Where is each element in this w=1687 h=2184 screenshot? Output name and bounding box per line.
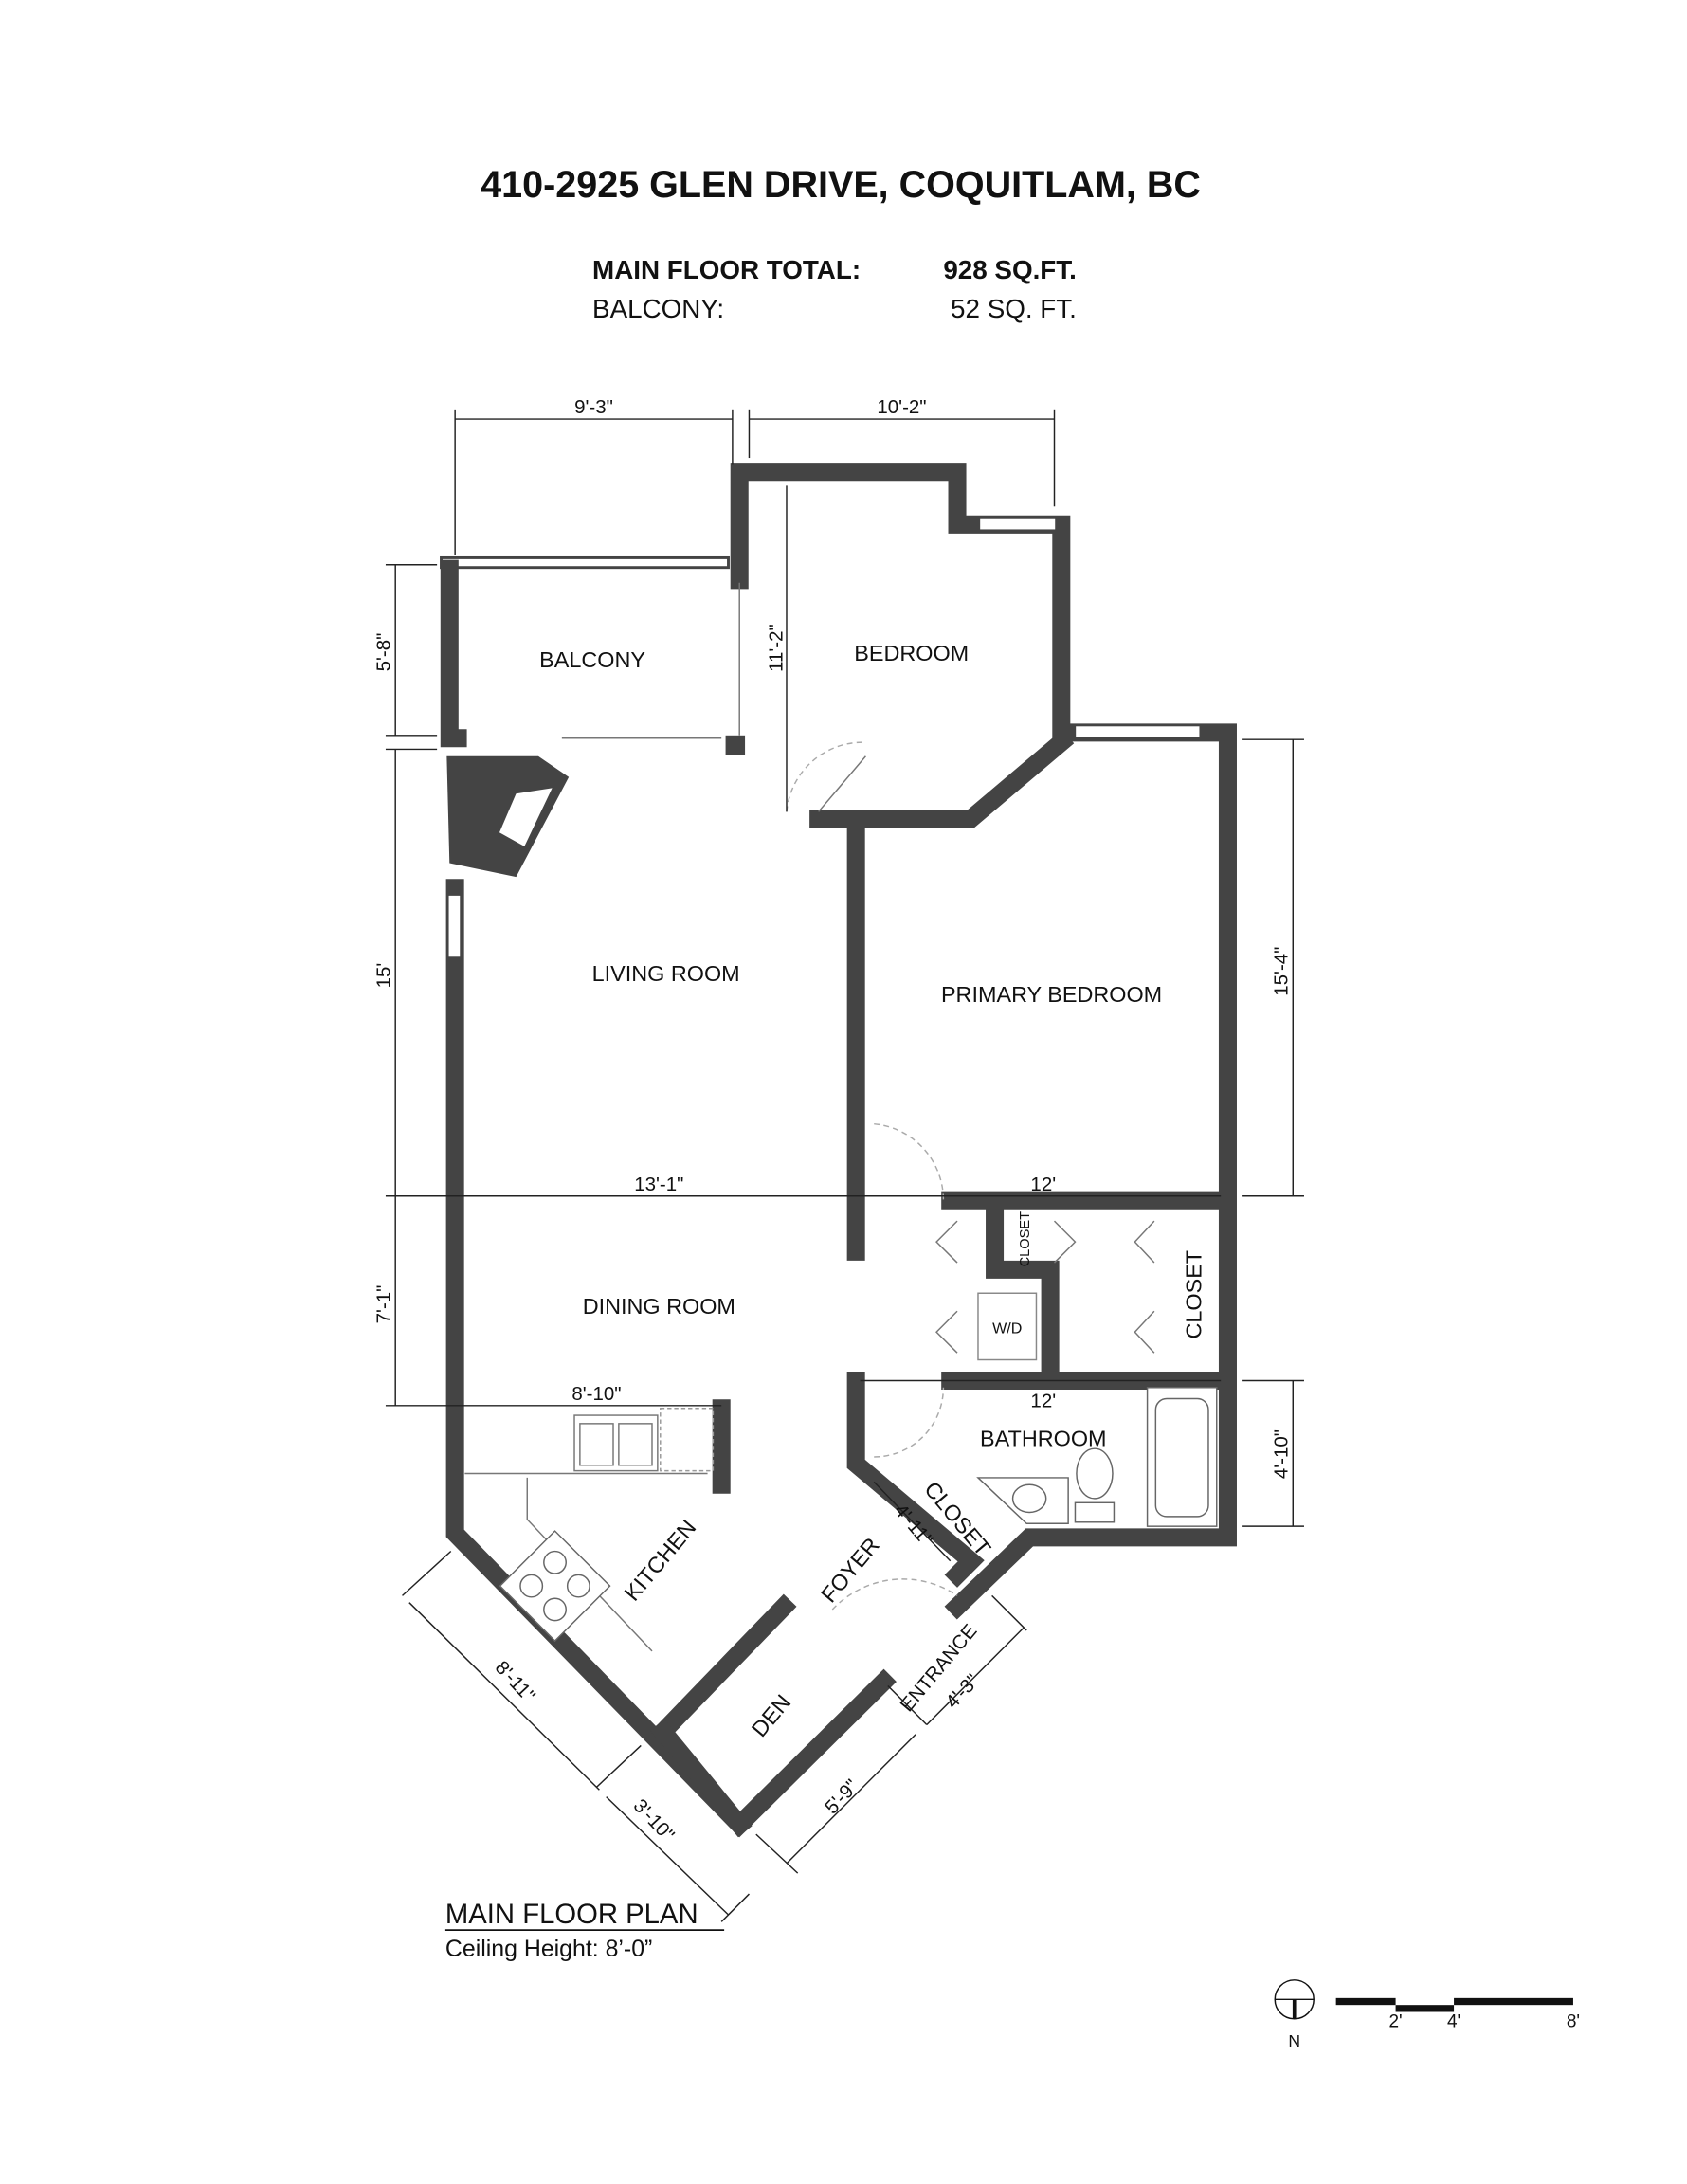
room-label-primary: PRIMARY BEDROOM (941, 982, 1162, 1007)
main-floor-value: 928 SQ.FT. (943, 255, 1077, 284)
room-label-living: LIVING ROOM (592, 961, 740, 986)
window (447, 894, 462, 958)
room-label-balcony: BALCONY (539, 647, 645, 672)
dim-den-diag-b: 5'-9" (821, 1775, 863, 1819)
balcony-value: 52 SQ. FT. (951, 294, 1077, 323)
balcony-railing (440, 555, 730, 570)
dim-kitchen-width: 8'-10" (571, 1383, 621, 1405)
dim-balcony-depth: 5'-8" (372, 633, 394, 672)
dim-kitchen-diag: 8'-11" (491, 1657, 539, 1707)
room-label-foyer: FOYER (816, 1533, 884, 1607)
balcony-label: BALCONY: (592, 294, 724, 323)
ceiling-height: Ceiling Height: 8’-0” (445, 1936, 652, 1962)
dim-dining-depth: 7'-1" (372, 1285, 394, 1324)
scale-label-2: 2' (1388, 2012, 1402, 2032)
dim-living-width: 13'-1" (634, 1174, 683, 1195)
closet-doors (935, 1220, 1155, 1354)
washer-dryer (977, 1292, 1038, 1361)
dim-den-diag-a: 3'-10" (629, 1795, 679, 1847)
room-label-bathroom: BATHROOM (980, 1426, 1107, 1450)
north-label: N (1288, 2031, 1300, 2050)
dimension-lines (385, 409, 1304, 1922)
room-label-bedroom: BEDROOM (854, 641, 969, 665)
dim-bath-width: 12' (1030, 1390, 1056, 1411)
room-label-kitchen: KITCHEN (620, 1515, 701, 1605)
dim-primary-depth: 15'-4" (1270, 947, 1292, 996)
dim-balcony-width: 9'-3" (574, 396, 613, 418)
dim-bedroom-depth: 11'-2" (766, 624, 788, 672)
dim-bath-depth: 4'-10" (1270, 1429, 1292, 1479)
dim-bedroom-width: 10'-2" (877, 396, 926, 418)
north-arrow-icon (1274, 1979, 1315, 2020)
page-title: 410-2925 GLEN DRIVE, COQUITLAM, BC (481, 164, 1201, 206)
room-label-dining: DINING ROOM (583, 1294, 735, 1319)
window (978, 517, 1057, 531)
bathroom-sink (976, 1477, 1069, 1524)
room-label-closet-right: CLOSET (1182, 1250, 1206, 1339)
dim-living-depth: 15' (372, 963, 394, 989)
window (1074, 724, 1201, 739)
scale-label-8: 8' (1567, 2012, 1580, 2032)
plan-title: MAIN FLOOR PLAN (445, 1900, 698, 1930)
dim-entrance-width: 4'-3" (941, 1670, 984, 1714)
column (725, 735, 746, 755)
kitchen-sink (573, 1408, 715, 1472)
main-floor-label: MAIN FLOOR TOTAL: (592, 255, 861, 284)
bathtub (1146, 1387, 1218, 1527)
room-label-wd: W/D (992, 1320, 1022, 1338)
room-label-closet-small: CLOSET (1018, 1211, 1033, 1267)
scale-label-4: 4' (1447, 2012, 1460, 2032)
room-label-den: DEN (747, 1690, 796, 1742)
toilet (1074, 1447, 1116, 1523)
fireplace-hearth (499, 788, 553, 846)
dim-primary-width: 12' (1030, 1174, 1056, 1195)
room-label-entrance: ENTRANCE (896, 1620, 981, 1716)
stove (499, 1530, 611, 1643)
scale-bar (1335, 1997, 1573, 2012)
